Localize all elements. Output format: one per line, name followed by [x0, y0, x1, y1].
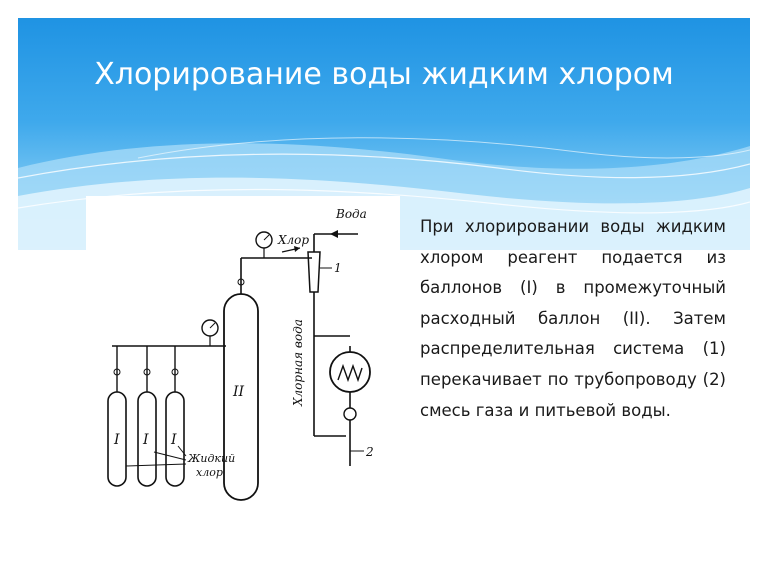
- pointer-2: [153, 451, 187, 461]
- label-liquid-2: хлор: [196, 466, 223, 479]
- label-chlorine: Хлор: [277, 233, 309, 247]
- gauge-needle: [209, 322, 216, 329]
- chlorinator-schematic: I I I II Хлор Вода 1 2 Жидкий хлор Хлорн…: [107, 207, 374, 501]
- chlorination-diagram: I I I II Хлор Вода 1 2 Жидкий хлор Хлорн…: [86, 196, 400, 522]
- wave-line-1: [18, 153, 750, 179]
- label-cylinder-1: I: [113, 432, 120, 448]
- label-water: Вода: [335, 207, 367, 221]
- label-cylinder-2: I: [142, 432, 149, 448]
- ejector-device: [307, 251, 321, 293]
- label-cylinder-3: I: [170, 432, 177, 448]
- slide-title: Хлорирование воды жидким хлором: [94, 57, 674, 92]
- valve-1: [113, 368, 121, 376]
- pointer-3: [177, 445, 187, 457]
- slide-body-text: При хлорировании воды жидким хлором реаг…: [420, 217, 726, 420]
- label-chlorine-water: Хлорная вода: [291, 319, 305, 407]
- pointer-1: [125, 463, 187, 467]
- heat-exchanger-icon: [329, 351, 371, 393]
- valve-3: [171, 368, 179, 376]
- valve-main: [237, 278, 245, 286]
- water-arrow-head: [330, 230, 338, 238]
- wave-line-3: [137, 137, 750, 159]
- label-pipe-2: 2: [365, 445, 374, 459]
- coil-zigzag: [337, 363, 363, 383]
- chlorine-arrow-head: [294, 246, 300, 252]
- wave-line-2: [18, 188, 750, 214]
- flow-meter-icon: [343, 407, 357, 421]
- label-liquid-1: Жидкий: [187, 452, 235, 465]
- gauge-2-needle: [263, 234, 270, 241]
- valve-2: [143, 368, 151, 376]
- label-device-1: 1: [334, 261, 342, 275]
- label-large-cylinder: II: [232, 384, 245, 400]
